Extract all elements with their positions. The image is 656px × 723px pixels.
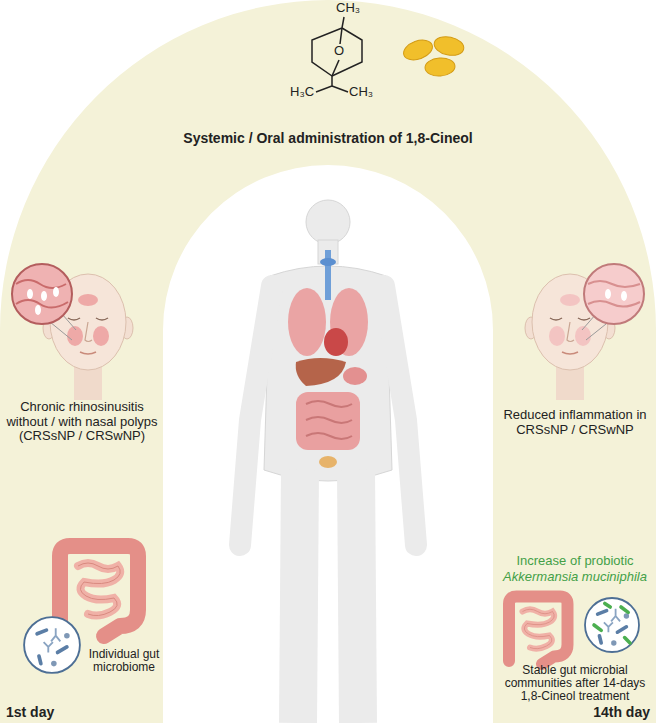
chemical-group: CH₃ — [336, 1, 360, 16]
species-name: Akkermansia muciniphila — [496, 570, 654, 585]
heading: Systemic / Oral administration of 1,8-Ci… — [0, 131, 656, 147]
outcome-text: Reduced inflammation in CRSsNP / CRSwNP — [498, 408, 652, 437]
atom-label: O — [334, 44, 344, 59]
chemical-group: CH₃ — [349, 85, 373, 100]
condition-text: Chronic rhinosinusitis without / with na… — [4, 400, 160, 444]
probiotic-text: Increase of probiotic — [496, 554, 654, 569]
microbiome-text: Individual gut microbiome — [84, 648, 164, 675]
day-label: 1st day — [6, 705, 96, 721]
microbiome-text: Stable gut microbial communities after 1… — [496, 664, 654, 703]
chemical-group: H₃C — [290, 85, 314, 100]
day-label: 14th day — [556, 705, 650, 721]
